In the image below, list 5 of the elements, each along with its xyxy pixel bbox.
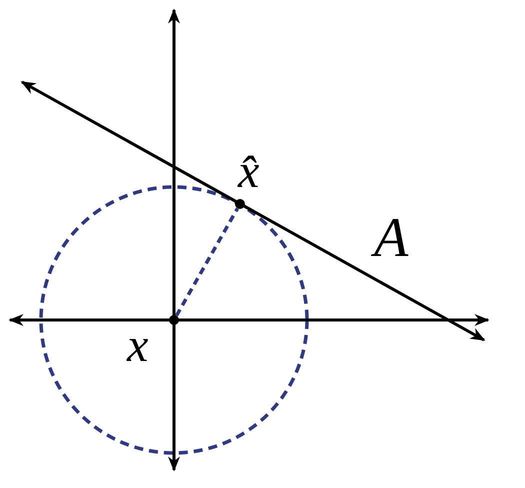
point-label: x̂ xyxy=(238,148,260,196)
dashed-radius-line xyxy=(174,207,240,317)
point-dot xyxy=(235,199,245,209)
point-dot xyxy=(169,315,179,325)
point-label: x xyxy=(127,322,148,370)
